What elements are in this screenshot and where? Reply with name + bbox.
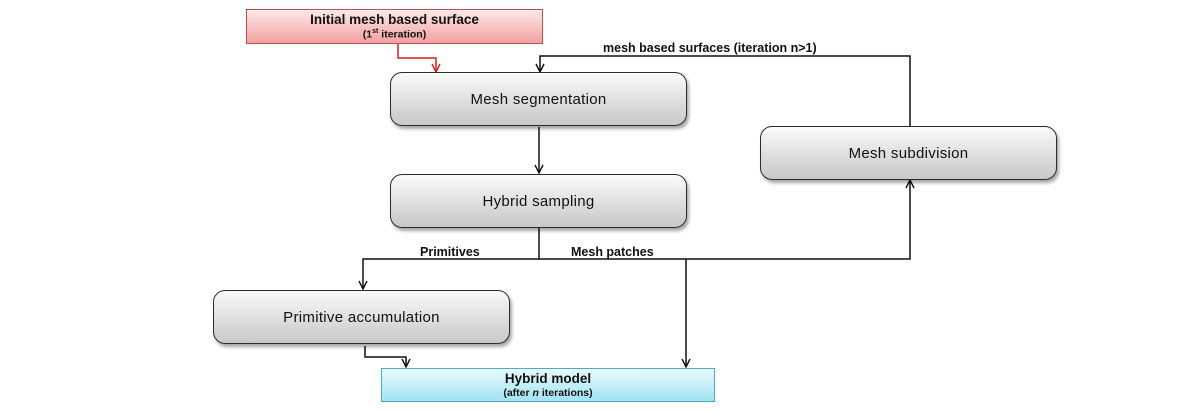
- edge-initial-to-segmentation: [397, 43, 436, 72]
- hybrid-model-subtitle: (after n iterations): [503, 386, 593, 399]
- edge-sampling-to-accumulation: [363, 228, 540, 289]
- edge-subdivision-to-segmentation: [540, 55, 911, 126]
- primitives-edge-label: Primitives: [420, 245, 480, 259]
- initial-surface-title: Initial mesh based surface: [310, 12, 479, 28]
- hybrid-model-title: Hybrid model: [504, 371, 592, 387]
- mesh-patches-edge-label: Mesh patches: [571, 245, 654, 259]
- initial-surface-subtitle: (1st iteration): [362, 27, 427, 41]
- mesh-subdivision-label: Mesh subdivision: [848, 144, 969, 162]
- mesh-segmentation-label: Mesh segmentation: [470, 90, 607, 108]
- loop-edge-label: mesh based surfaces (iteration n>1): [603, 41, 817, 55]
- edge-accumulation-to-hybrid-model: [364, 346, 406, 367]
- initial-surface-node: Initial mesh based surface (1st iteratio…: [246, 9, 543, 44]
- mesh-subdivision-node: Mesh subdivision: [760, 126, 1057, 180]
- hybrid-sampling-label: Hybrid sampling: [482, 192, 595, 210]
- primitive-accumulation-label: Primitive accumulation: [283, 308, 440, 326]
- primitive-accumulation-node: Primitive accumulation: [213, 290, 510, 344]
- hybrid-sampling-node: Hybrid sampling: [390, 174, 687, 228]
- mesh-segmentation-node: Mesh segmentation: [390, 72, 687, 126]
- hybrid-model-node: Hybrid model (after n iterations): [381, 368, 715, 402]
- edge-sampling-to-subdivision: [539, 180, 910, 260]
